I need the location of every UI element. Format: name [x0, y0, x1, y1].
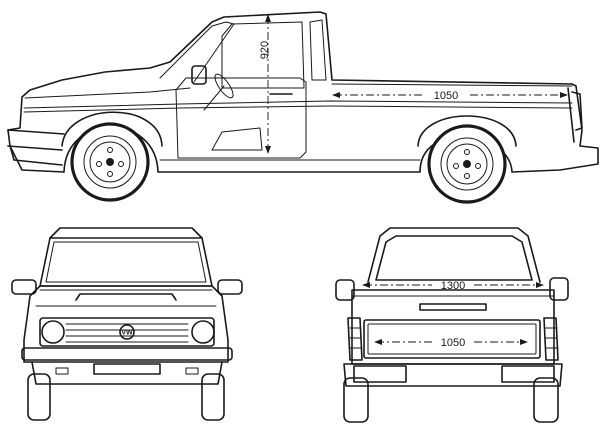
front-left-mirror: [11, 279, 37, 295]
rear-tailgate-inner: [367, 323, 537, 355]
rear-left-tail-light: [347, 317, 363, 361]
front-vw-badge-label: VW: [121, 330, 133, 337]
front-windshield-inner: [45, 241, 207, 283]
front-right-mirror: [217, 279, 243, 295]
front-windshield: [39, 237, 213, 287]
dim-bed-length-label: 1050: [434, 90, 458, 102]
side-door-outline: [175, 77, 307, 159]
side-beltline-lower: [23, 105, 573, 113]
dim-bed-width: 1300: [362, 280, 544, 292]
rear-bed-slot: [419, 303, 487, 311]
front-right-headlight: [191, 320, 215, 344]
side-front-arch: [61, 111, 163, 147]
rear-view: 1300 1050: [335, 227, 569, 423]
side-view: 920 1050: [7, 11, 599, 204]
rear-right-tail-light: [543, 317, 559, 361]
side-mirror: [191, 65, 207, 85]
side-steering-column: [203, 85, 225, 111]
rear-cab-roof: [367, 227, 541, 283]
dim-tailgate-width: 1050: [374, 337, 528, 349]
dim-tailgate-width-label: 1050: [441, 337, 465, 349]
side-hood-line: [24, 87, 191, 99]
side-rear-wheel: [427, 124, 507, 204]
front-left-tyre: [27, 373, 51, 421]
front-bumper: [21, 347, 233, 361]
side-windshield: [159, 21, 235, 83]
side-steering-wheel: [214, 73, 234, 99]
front-valance: [31, 361, 223, 385]
dim-bed-width-label: 1300: [441, 280, 465, 292]
side-door-window: [221, 21, 305, 89]
side-bed-rear-post: [567, 87, 575, 143]
dim-cab-height-label: 920: [259, 41, 271, 59]
front-roof: [49, 227, 203, 239]
side-door-pocket: [211, 127, 263, 151]
front-right-indicator: [185, 367, 199, 375]
side-rear-arch: [417, 115, 517, 147]
side-beltline: [23, 100, 573, 109]
side-front-bumper: [7, 129, 65, 166]
front-body-outline: [23, 285, 229, 363]
rear-bumper-right-end: [501, 365, 555, 383]
rear-tailgate: [363, 319, 541, 359]
rear-left-mirror: [335, 279, 355, 301]
front-right-tyre: [201, 373, 225, 421]
rear-left-tail-light-lens: [349, 327, 362, 349]
side-rear-cab-window: [309, 19, 327, 81]
rear-bumper: [343, 363, 563, 387]
rear-left-tyre: [343, 377, 369, 423]
side-front-wheel: [70, 122, 150, 202]
rear-bed-outline: [351, 289, 555, 365]
front-plate: [93, 363, 161, 375]
rear-right-tyre: [533, 377, 559, 423]
front-view: VW: [11, 227, 243, 421]
rear-right-tail-light-lens: [544, 327, 559, 349]
rear-bumper-left-end: [353, 365, 407, 383]
front-left-headlight: [41, 320, 65, 344]
rear-cab-window: [375, 235, 533, 281]
front-hood: [35, 289, 217, 307]
rear-right-mirror: [549, 277, 569, 301]
front-left-indicator: [55, 367, 69, 375]
side-bed-top: [331, 83, 573, 87]
front-vw-badge: [119, 324, 135, 340]
dim-cab-height: 920: [259, 14, 271, 154]
dim-bed-length: 1050: [332, 90, 568, 102]
front-grille-bars: [65, 323, 189, 343]
side-tail-light: [571, 91, 583, 131]
front-hood-crease: [75, 293, 177, 301]
